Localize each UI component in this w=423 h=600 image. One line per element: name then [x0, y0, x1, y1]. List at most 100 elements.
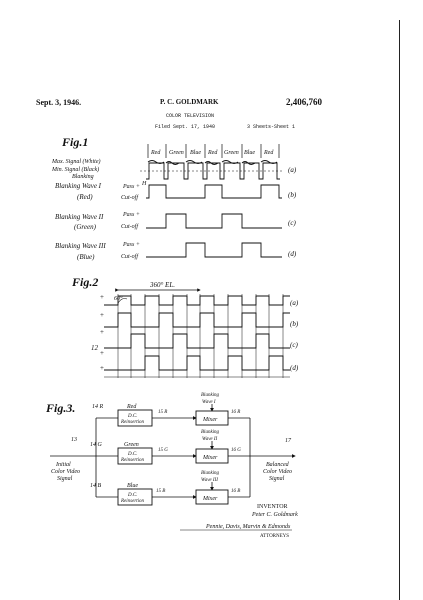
dc-title-red: Red: [126, 404, 137, 410]
mixer-box-blue: [195, 489, 229, 505]
fig1-a-min-label: Min. Signal (Black): [51, 166, 99, 173]
mixer-ref-red: 16 R: [231, 410, 240, 415]
blank-label-blue: Blanking: [201, 471, 220, 476]
fig2-row-ref: (a): [290, 299, 299, 307]
fig2-row-ref: (d): [290, 364, 299, 372]
mixer-label-red: Mixer: [202, 417, 218, 423]
fig1-d-color: (Blue): [77, 253, 95, 261]
dc-ref-red: 15 R: [158, 410, 167, 415]
node-label-14r: 14 R: [92, 403, 104, 410]
fig1-top-label: Red: [150, 150, 161, 156]
fig2-label: Fig.2: [71, 275, 98, 289]
dc-text-green: D.C.: [127, 452, 137, 457]
fig2-angle-arc: [117, 298, 128, 304]
dc-text-blue: Reinsertion: [120, 499, 145, 504]
dc-ref-blue: 15 B: [156, 489, 165, 494]
fig1-separators: [147, 144, 280, 158]
fig2-side-mark: 12: [91, 344, 99, 352]
fig3-output-label: Signal: [269, 476, 285, 482]
fig3-input-label: Color Video: [51, 469, 80, 475]
fig2-span-label: 360° EL.: [149, 281, 175, 289]
node-label-14g: 14 G: [90, 441, 103, 448]
fig1-top-label: Green: [224, 150, 239, 156]
fig2-wave-b: [104, 312, 290, 328]
fig1-b-pass: Pass +: [122, 184, 140, 190]
dc-box-green: [117, 447, 153, 465]
fig3-wiring: [50, 404, 296, 499]
fig1-b-cut: Cut-off: [121, 194, 139, 201]
fig3: Fig.3.: [45, 393, 298, 539]
fig1-waveform-a: [140, 160, 282, 180]
attorney-caption: ATTORNEYS: [260, 534, 289, 539]
fig2-wave-c: [104, 333, 290, 349]
mixer-label-green: Mixer: [202, 455, 218, 461]
dc-box-blue: [117, 488, 153, 506]
fig1-d-pass: Pass +: [122, 242, 140, 248]
fig1-top-label: Red: [207, 150, 218, 156]
fig3-input-label: Initial: [55, 462, 71, 468]
fig2-row-labels: (a) (b) (c) (d): [290, 299, 299, 372]
fig2-angle-label: 60°: [114, 295, 123, 302]
blank-label-green: Blanking: [201, 430, 220, 435]
fig1-b-color: (Red): [77, 193, 93, 201]
fig1-waveform-c: [146, 213, 282, 229]
fig1-c-pass: Pass +: [122, 212, 140, 218]
mixer-ref-blue: 16 B: [231, 489, 240, 494]
fig1-top-label: Blue: [190, 150, 201, 156]
fig1-d-title: Blanking Wave III: [55, 242, 106, 250]
fig1-top-label: Red: [263, 150, 274, 156]
fig1-c-color: (Green): [74, 223, 97, 231]
fig3-input-label: Signal: [57, 476, 73, 482]
dc-text-blue: D.C.: [127, 493, 137, 498]
mixer-box-green: [195, 448, 229, 464]
fig3-output-label: Balanced: [266, 462, 290, 468]
dc-text-red: D.C.: [127, 414, 137, 419]
blank-label-red: Wave I: [202, 400, 216, 405]
fig2-plus: +: [100, 293, 104, 301]
fig2-grid: [117, 294, 284, 378]
fig3-output-num: 17: [285, 438, 292, 444]
fig1-a-blank-label: Blanking: [72, 174, 94, 180]
fig1-b-title: Blanking Wave I: [55, 182, 102, 190]
fig1-waveform-d: [146, 242, 282, 258]
fig1-row-b-ref: (b): [288, 191, 297, 199]
blank-label-green: Wave II: [202, 437, 218, 442]
inventor-caption: INVENTOR: [257, 504, 288, 510]
patent-title: COLOR TELEVISION: [166, 113, 215, 119]
dc-title-green: Green: [124, 442, 139, 448]
mixer-box-red: [195, 410, 229, 426]
fig1-label: Fig.1: [61, 135, 88, 149]
dc-ref-green: 15 G: [158, 448, 168, 453]
mixer-label-blue: Mixer: [202, 496, 218, 502]
fig3-input-num: 13: [71, 437, 77, 443]
fig1-a-max-label: Max. Signal (White): [51, 158, 101, 165]
fig1-row-d-ref: (d): [288, 250, 297, 258]
fig2-plus: +: [100, 311, 104, 319]
mixer-ref-green: 16 G: [231, 448, 241, 453]
fig1-c-cut: Cut-off: [121, 223, 139, 230]
fig1-waveform-b: [146, 184, 282, 199]
page-edge-line: [399, 20, 400, 600]
fig2-wave-a: [104, 295, 290, 306]
filed-date: Filed Sept. 17, 1940: [155, 124, 216, 130]
fig1-top-label: Green: [169, 150, 184, 156]
dc-title-blue: Blue: [127, 483, 138, 489]
dc-box-red: [117, 409, 153, 427]
fig3-output-label: Color Video: [263, 469, 292, 475]
patent-date: Sept. 3, 1946.: [36, 98, 82, 107]
attorney-signature: Pennie, Davis, Marvin & Edmonds: [205, 524, 291, 530]
blank-label-blue: Wave III: [201, 478, 218, 483]
inventor-name: P. C. GOLDMARK: [160, 98, 219, 106]
fig1-row-a-ref: (a): [288, 166, 297, 174]
fig2-row-ref: (b): [290, 320, 299, 328]
fig2-waveforms: [104, 295, 290, 378]
fig3-label: Fig.3.: [45, 401, 75, 415]
node-label-14b: 14 B: [90, 482, 102, 489]
inventor-signature: Peter C. Goldmark: [251, 512, 298, 518]
fig2: Fig.2 360° EL. 60° + + + + +: [71, 275, 299, 378]
fig1-a-mark: H: [141, 181, 147, 187]
fig2-wave-d: [104, 355, 290, 371]
fig2-plus: +: [100, 328, 104, 336]
fig1-d-cut: Cut-off: [121, 253, 139, 260]
